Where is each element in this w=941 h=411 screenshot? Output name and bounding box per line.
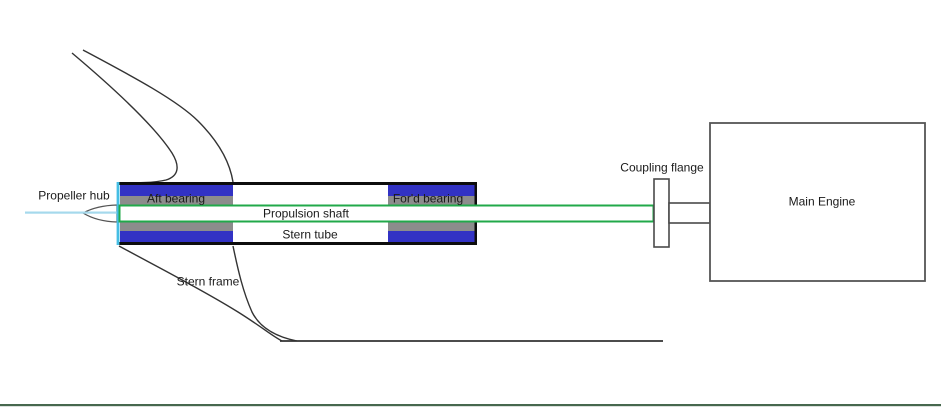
coupling-flange-body: [653, 178, 670, 248]
main-engine-box: [709, 122, 926, 282]
hull-curve-lower-outer: [118, 245, 283, 342]
aft-seal-line: [116, 182, 120, 245]
stern-tube-top-wall: [117, 182, 477, 185]
aft-bearing-upper-blue-band: [120, 185, 233, 196]
ford-bearing-upper-blue-band: [388, 185, 475, 196]
propulsion-shaft-label: Propulsion shaft: [262, 206, 350, 221]
ford-bearing-label: For'd bearing: [392, 191, 464, 206]
aft-bearing-lower-blue-band: [120, 231, 233, 242]
hull-curve-lower-inner: [232, 245, 298, 342]
propeller-centerline: [25, 211, 118, 214]
coupling-flange-label: Coupling flange: [620, 160, 704, 175]
main-engine-label: Main Engine: [788, 194, 856, 209]
engine-shaft-stub: [668, 202, 711, 224]
aft-bearing-lower-gray-band: [120, 222, 233, 231]
ford-bearing-lower-blue-band: [388, 231, 475, 242]
stern-tube-bottom-wall: [117, 242, 477, 245]
ford-bearing-lower-gray-band: [388, 222, 475, 231]
ford-bearing-upper-gray-band: [388, 196, 475, 205]
bottom-rule: [0, 404, 941, 407]
propulsion-shaft-body: [118, 204, 655, 223]
propeller-hub-label: Propeller hub: [38, 188, 110, 203]
stern-tube-label: Stern tube: [282, 227, 338, 242]
hull-curve-upper-inner: [82, 49, 234, 183]
stern-frame-label: Stern frame: [176, 274, 240, 289]
aft-bearing-label: Aft bearing: [146, 191, 206, 206]
aft-bearing-upper-gray-band: [120, 196, 233, 205]
